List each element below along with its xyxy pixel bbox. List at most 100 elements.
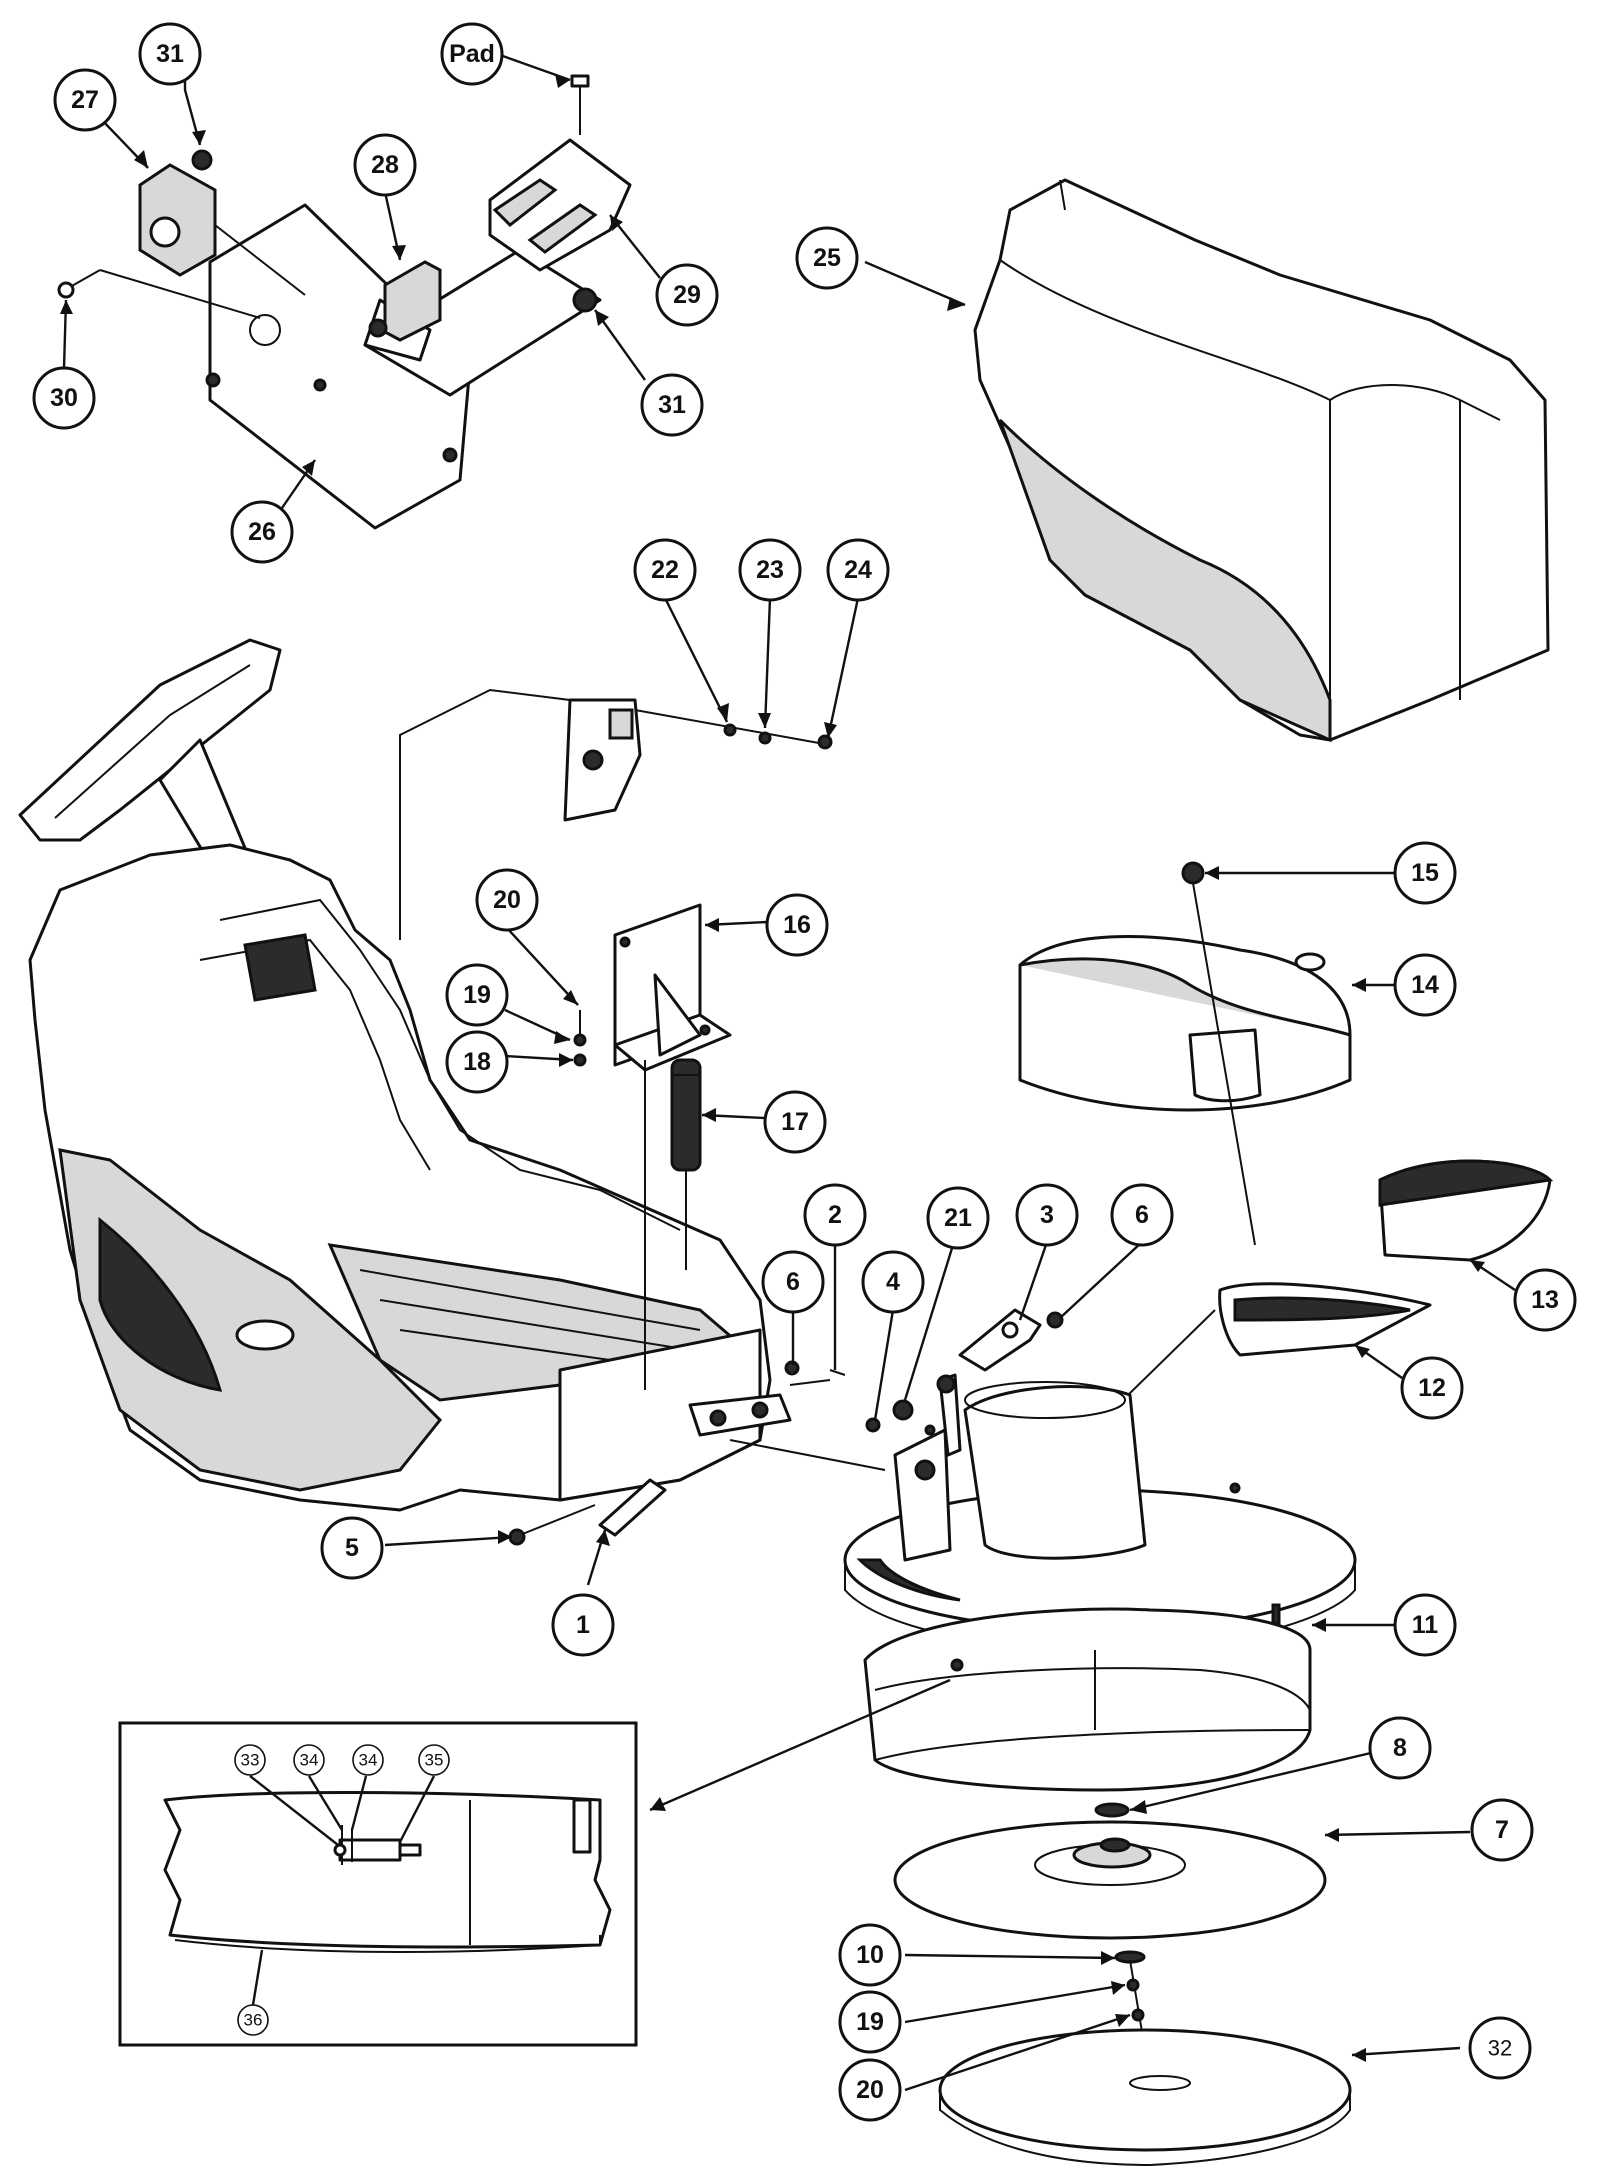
bolt-axis: [1192, 882, 1256, 1246]
svg-text:18: 18: [463, 1048, 491, 1076]
svg-text:13: 13: [1531, 1286, 1559, 1314]
latch: [958, 1308, 1042, 1372]
svg-text:34: 34: [300, 1751, 319, 1770]
callout-c1: 1: [551, 1593, 615, 1657]
svg-text:36: 36: [244, 2011, 263, 2030]
battery-connector: [488, 138, 632, 272]
skirt-ring: [863, 1603, 1312, 1792]
key-switch-lead: [214, 224, 306, 296]
bolt: [1181, 861, 1205, 885]
svg-text:27: 27: [71, 86, 99, 114]
top-cap-ridge: [1019, 957, 1351, 1037]
seat-window: [243, 933, 317, 1002]
callout-c30: 30: [32, 366, 96, 430]
front-housing-assembly: [843, 861, 1554, 1652]
svg-text:31: 31: [658, 391, 686, 419]
callout-c10: 10: [838, 1923, 902, 1987]
pad-driver-disc: [893, 1820, 1327, 1940]
svg-text:19: 19: [856, 2008, 884, 2036]
nut: [936, 1374, 956, 1394]
inset-callout-i36: 36: [237, 2004, 269, 2036]
inset-callout-i33: 33: [234, 1744, 266, 1776]
inset-detail: [118, 1721, 638, 2047]
pad-driver-assembly: [893, 1802, 1352, 2167]
callout-c26: 26: [230, 500, 294, 564]
pedal-bracket-gusset: [653, 973, 702, 1057]
callout-c18: 18: [445, 1030, 509, 1094]
screw-shaft: [69, 269, 101, 288]
key-switch: [138, 163, 217, 277]
svg-text:31: 31: [156, 40, 184, 68]
mounting-bracket: [893, 1428, 952, 1562]
svg-text:25: 25: [813, 244, 841, 272]
callout-c8: 8: [1368, 1716, 1432, 1780]
plate-hole: [249, 314, 281, 346]
svg-text:20: 20: [493, 886, 521, 914]
callout-c25: 25: [795, 226, 859, 290]
callout-c15: 15: [1393, 841, 1457, 905]
callout-c19a: 19: [445, 963, 509, 1027]
callout-c21: 21: [926, 1186, 990, 1250]
callout-c23: 23: [738, 538, 802, 602]
svg-text:16: 16: [783, 911, 811, 939]
seat-back-edge: [219, 898, 681, 1231]
inset-callout-i34a: 34: [293, 1744, 325, 1776]
svg-text:2: 2: [828, 1201, 842, 1229]
inset-callout-i34b: 34: [352, 1744, 384, 1776]
screw: [865, 1417, 881, 1433]
board-connector: [608, 708, 634, 740]
callout-c20a: 20: [475, 868, 539, 932]
board-component: [582, 749, 604, 771]
callout-c32: Pad: [440, 22, 504, 86]
callout-c20b: 20: [838, 2058, 902, 2122]
pin: [829, 1369, 846, 1376]
svg-text:19: 19: [463, 981, 491, 1009]
svg-text:7: 7: [1495, 1816, 1509, 1844]
svg-text:1: 1: [576, 1611, 590, 1639]
svg-text:26: 26: [248, 518, 276, 546]
callout-c5: 5: [320, 1516, 384, 1580]
inset-slot: [572, 1798, 592, 1854]
cylinder-housing: [963, 1385, 1147, 1560]
callout-c17: 17: [763, 1090, 827, 1154]
svg-text:23: 23: [756, 556, 784, 584]
bolt-head: [508, 1528, 526, 1546]
svg-text:12: 12: [1418, 1374, 1446, 1402]
nut: [191, 149, 213, 171]
callout-c31a: 31: [138, 22, 202, 86]
shaft: [598, 1478, 667, 1537]
switch-bracket-assembly: [57, 74, 632, 530]
plate-screw: [313, 378, 327, 392]
svg-text:15: 15: [1411, 859, 1439, 887]
svg-text:32: 32: [1488, 2036, 1512, 2061]
screw-head: [57, 281, 75, 299]
svg-text:20: 20: [856, 2076, 884, 2104]
callout-c28: 28: [353, 133, 417, 197]
callout-c24: 24: [826, 538, 890, 602]
plate-screw: [205, 372, 221, 388]
svg-text:35: 35: [425, 1751, 444, 1770]
breaker-terminal: [368, 318, 388, 338]
callout-c19b: 19: [838, 1990, 902, 2054]
inset-skirt: [163, 1791, 612, 1949]
side-panel: [58, 1148, 443, 1492]
side-panel-accent: [98, 1216, 223, 1392]
svg-text:34: 34: [359, 1751, 378, 1770]
callout-c7: 7: [1470, 1798, 1534, 1862]
callout-c6b: 6: [1110, 1183, 1174, 1247]
callout-cpad: 32: [1468, 2016, 1532, 2080]
svg-text:33: 33: [241, 1751, 260, 1770]
svg-text:6: 6: [786, 1268, 800, 1296]
washer: [723, 723, 737, 737]
callout-c6a: 6: [761, 1250, 825, 1314]
connector-slot: [527, 203, 598, 254]
callout-c12: 12: [1400, 1356, 1464, 1420]
screw-axis: [99, 269, 261, 319]
logo-badge: [235, 1319, 295, 1351]
pedal-bracket-assembly: [573, 903, 732, 1390]
callout-c27: 27: [53, 68, 117, 132]
bracket-arm: [363, 248, 602, 397]
callout-c14: 14: [1393, 953, 1457, 1017]
screw: [817, 734, 833, 750]
